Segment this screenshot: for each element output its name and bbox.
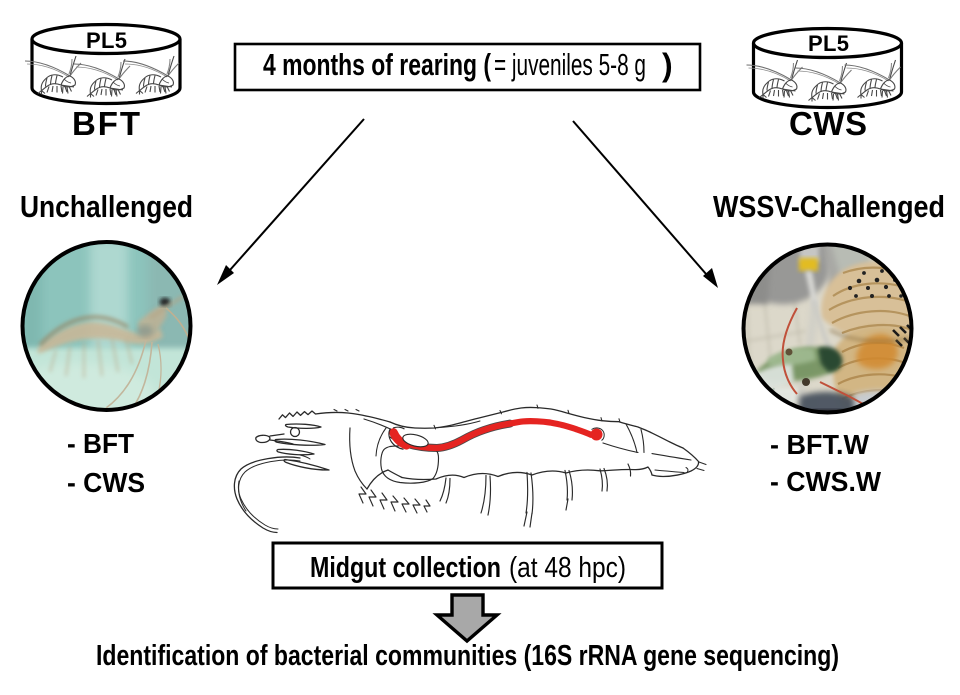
- svg-text:4 months of rearing (: 4 months of rearing (: [263, 47, 491, 82]
- svg-text:- CWS: - CWS: [67, 467, 145, 498]
- svg-text:BFT: BFT: [72, 105, 140, 142]
- svg-text:WSSV-Challenged: WSSV-Challenged: [713, 189, 945, 224]
- svg-text:): ): [662, 47, 673, 83]
- svg-text:- CWS.W: - CWS.W: [770, 466, 882, 497]
- svg-text:PL5: PL5: [86, 28, 127, 53]
- svg-text:Midgut collection: Midgut collection: [310, 552, 501, 584]
- svg-text:CWS: CWS: [789, 105, 867, 142]
- svg-text:Identification of bacterial co: Identification of bacterial communities …: [96, 640, 839, 672]
- svg-text:PL5: PL5: [808, 31, 849, 56]
- svg-text:= juveniles 5-8 g: = juveniles 5-8 g: [494, 47, 646, 82]
- svg-text:- BFT.W: - BFT.W: [770, 429, 870, 460]
- svg-text:- BFT: - BFT: [67, 428, 134, 459]
- svg-text:Unchallenged: Unchallenged: [20, 189, 193, 224]
- svg-text:(at 48 hpc): (at 48 hpc): [509, 552, 626, 584]
